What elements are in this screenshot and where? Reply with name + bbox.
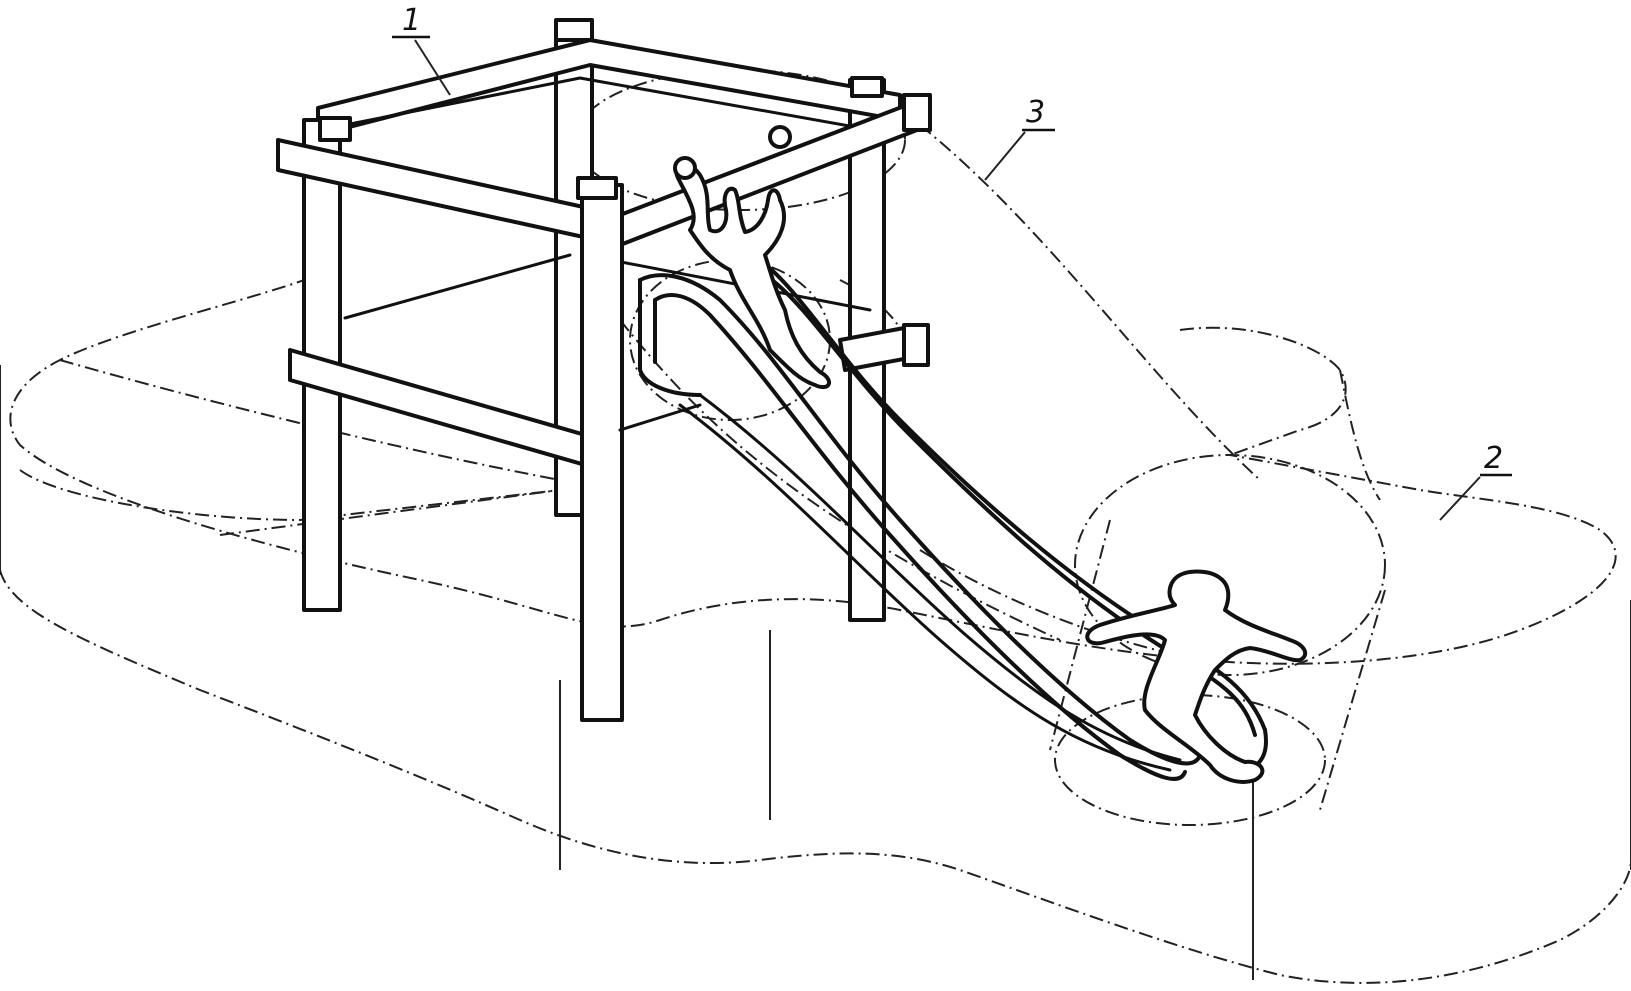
- label-3: 3: [984, 95, 1055, 181]
- label-1-text: 1: [402, 3, 421, 38]
- label-3-text: 3: [1026, 95, 1045, 130]
- slide: [638, 258, 1268, 781]
- play-tower: [276, 18, 932, 722]
- free-space-zone: [0, 277, 1631, 984]
- post-front-right: [580, 183, 624, 722]
- label-2-text: 2: [1484, 441, 1503, 476]
- label-1: 1: [392, 3, 451, 96]
- child-figure-top: [673, 125, 831, 390]
- label-2: 2: [1439, 441, 1512, 521]
- child-figure-bottom: [1085, 569, 1308, 784]
